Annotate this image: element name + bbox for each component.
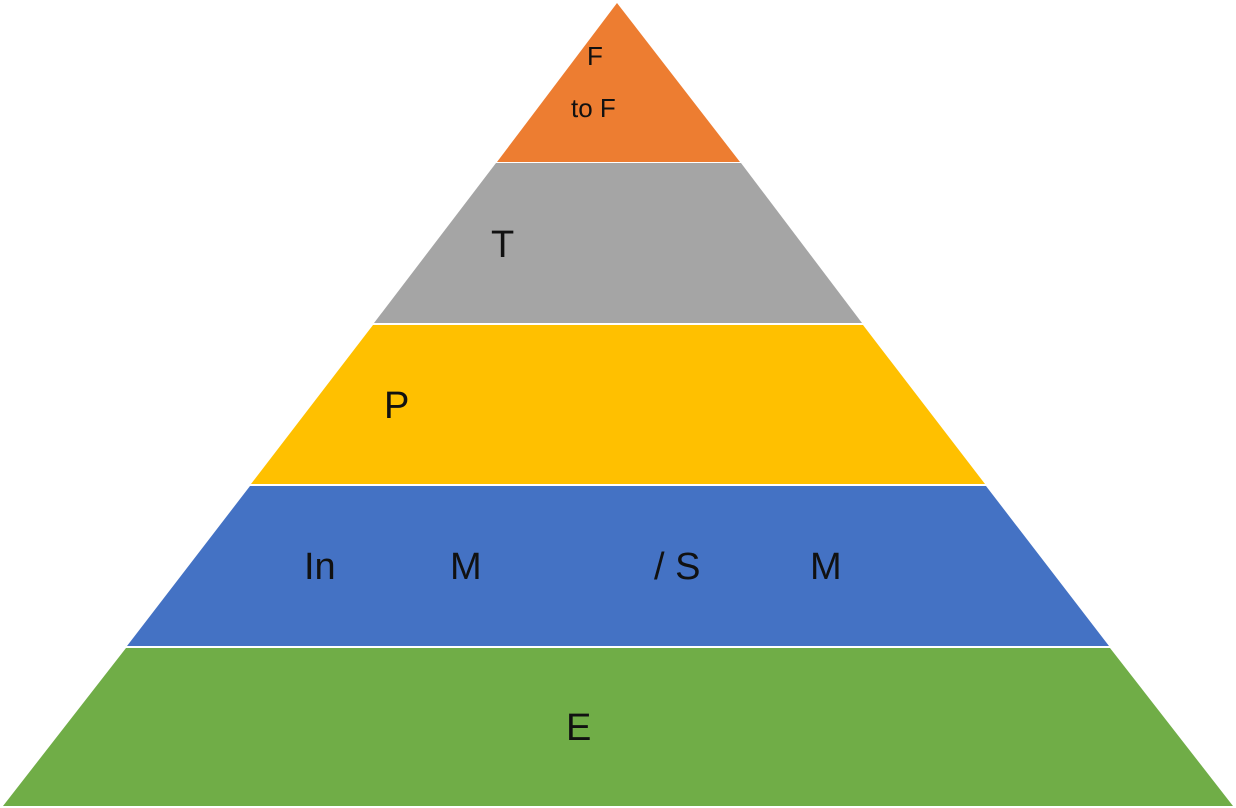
tier-2-label: T (491, 224, 514, 266)
tier-4-word-3: / S (654, 546, 700, 588)
tier-3-label: P (384, 385, 409, 427)
pyramid-tier-4 (127, 486, 1109, 646)
tier-top-label-line2: to F (571, 93, 616, 123)
pyramid-tier-top (497, 3, 740, 162)
tier-4-word-1: In (304, 546, 336, 588)
tier-4-word-4: M (810, 546, 842, 588)
pyramid-tier-2 (374, 163, 862, 323)
pyramid-tier-3 (251, 325, 985, 484)
tier-top-label-line1: F (587, 41, 603, 71)
pyramid-tier-base (3, 648, 1233, 806)
tier-base-label: E (566, 707, 591, 749)
tier-4-word-2: M (450, 546, 482, 588)
